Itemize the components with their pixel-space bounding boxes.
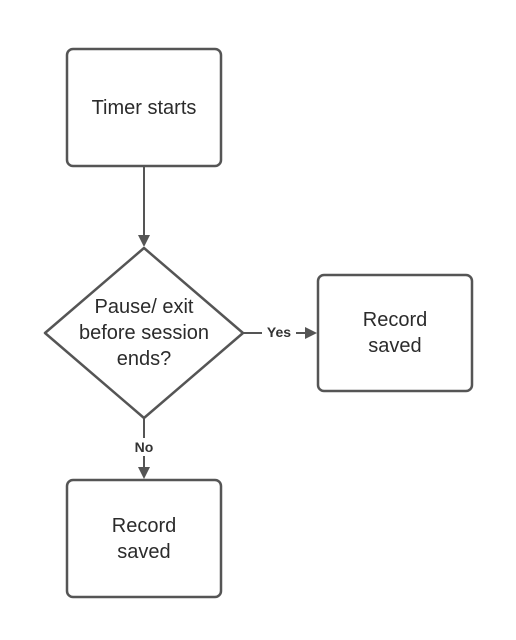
record-no-node-label: Record saved: [111, 514, 177, 563]
record-yes-node-label: Record saved: [362, 309, 428, 357]
edge-label-yes: Yes: [262, 323, 296, 341]
decision-node-label: Pause/ exit before session ends?: [78, 296, 210, 370]
record-no-node-box: [65, 478, 223, 599]
edge-label-no: No: [128, 438, 160, 456]
start-node-label: Timer starts: [91, 96, 197, 119]
record-yes-node-box: [316, 273, 474, 393]
